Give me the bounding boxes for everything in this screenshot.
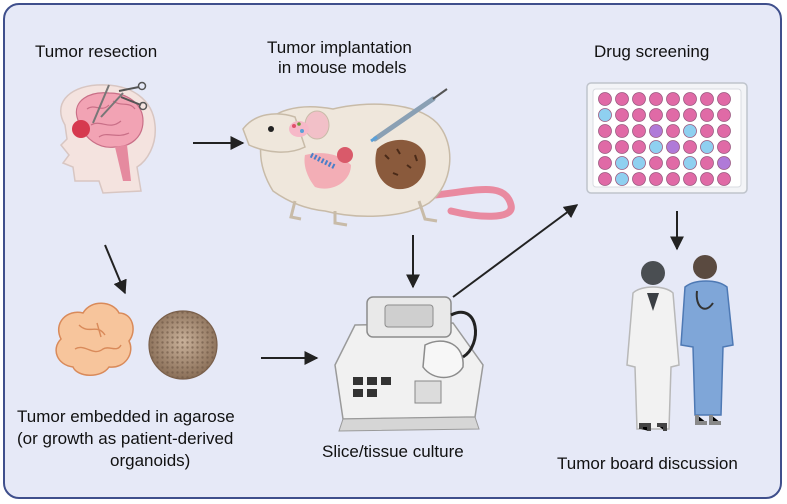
plate-well xyxy=(649,140,663,154)
plate-well xyxy=(700,140,714,154)
plate-well xyxy=(632,108,646,122)
plate-well xyxy=(615,108,629,122)
label-tumor-resection: Tumor resection xyxy=(35,42,158,61)
plate-well xyxy=(717,156,731,170)
plate-well xyxy=(666,92,680,106)
plate-well xyxy=(615,156,629,170)
plate-well xyxy=(700,108,714,122)
plate-well xyxy=(683,140,697,154)
plate-well xyxy=(598,140,612,154)
plate-well xyxy=(649,156,663,170)
plate-well xyxy=(683,108,697,122)
well-plate-icon xyxy=(586,82,748,194)
arrow-resection-to-embedded xyxy=(104,244,127,295)
plate-well xyxy=(700,92,714,106)
plate-wells xyxy=(598,92,731,186)
flow-arrows xyxy=(104,136,684,365)
plate-well xyxy=(649,124,663,138)
plate-well xyxy=(615,124,629,138)
plate-well xyxy=(632,156,646,170)
plate-well xyxy=(615,172,629,186)
plate-well xyxy=(717,108,731,122)
label-organoids: organoids) xyxy=(110,451,191,470)
plate-well xyxy=(632,172,646,186)
label-tumor-implantation: Tumor implantation xyxy=(267,38,412,57)
organoid-sphere-icon xyxy=(148,310,218,380)
plate-well xyxy=(717,124,731,138)
plate-well xyxy=(632,124,646,138)
plate-well xyxy=(598,124,612,138)
plate-well xyxy=(615,140,629,154)
clinicians-icon xyxy=(626,255,734,431)
plate-well xyxy=(598,172,612,186)
plate-well xyxy=(683,156,697,170)
plate-well xyxy=(700,124,714,138)
plate-well xyxy=(632,92,646,106)
plate-well xyxy=(666,172,680,186)
vibratome-icon xyxy=(334,296,484,432)
label-tumor-board: Tumor board discussion xyxy=(557,454,738,473)
head-brain-icon xyxy=(59,81,156,194)
plate-well xyxy=(700,172,714,186)
plate-well xyxy=(683,92,697,106)
plate-well xyxy=(649,108,663,122)
plate-well xyxy=(666,156,680,170)
plate-well xyxy=(649,172,663,186)
plate-well xyxy=(666,140,680,154)
diagram-frame: Tumor resection Tumor implantation in mo… xyxy=(3,3,782,499)
diagram-illustration xyxy=(55,81,748,432)
plate-well xyxy=(598,108,612,122)
mouse-model-icon xyxy=(242,88,515,227)
plate-well xyxy=(700,156,714,170)
label-drug-screening: Drug screening xyxy=(594,42,710,61)
plate-well xyxy=(666,108,680,122)
plate-well xyxy=(649,92,663,106)
arrow-slice-to-screening xyxy=(452,204,579,298)
plate-well xyxy=(683,172,697,186)
label-slice-culture: Slice/tissue culture xyxy=(322,442,464,461)
plate-well xyxy=(683,124,697,138)
label-patient-derived: (or growth as patient-derived xyxy=(17,429,234,448)
plate-well xyxy=(666,124,680,138)
tumor-fragment-icon xyxy=(55,302,134,376)
label-mouse-models: in mouse models xyxy=(278,58,407,77)
plate-well xyxy=(717,92,731,106)
plate-well xyxy=(615,92,629,106)
plate-well xyxy=(598,92,612,106)
label-tumor-embedded: Tumor embedded in agarose xyxy=(17,407,235,426)
plate-well xyxy=(717,140,731,154)
plate-well xyxy=(717,172,731,186)
plate-well xyxy=(632,140,646,154)
plate-well xyxy=(598,156,612,170)
